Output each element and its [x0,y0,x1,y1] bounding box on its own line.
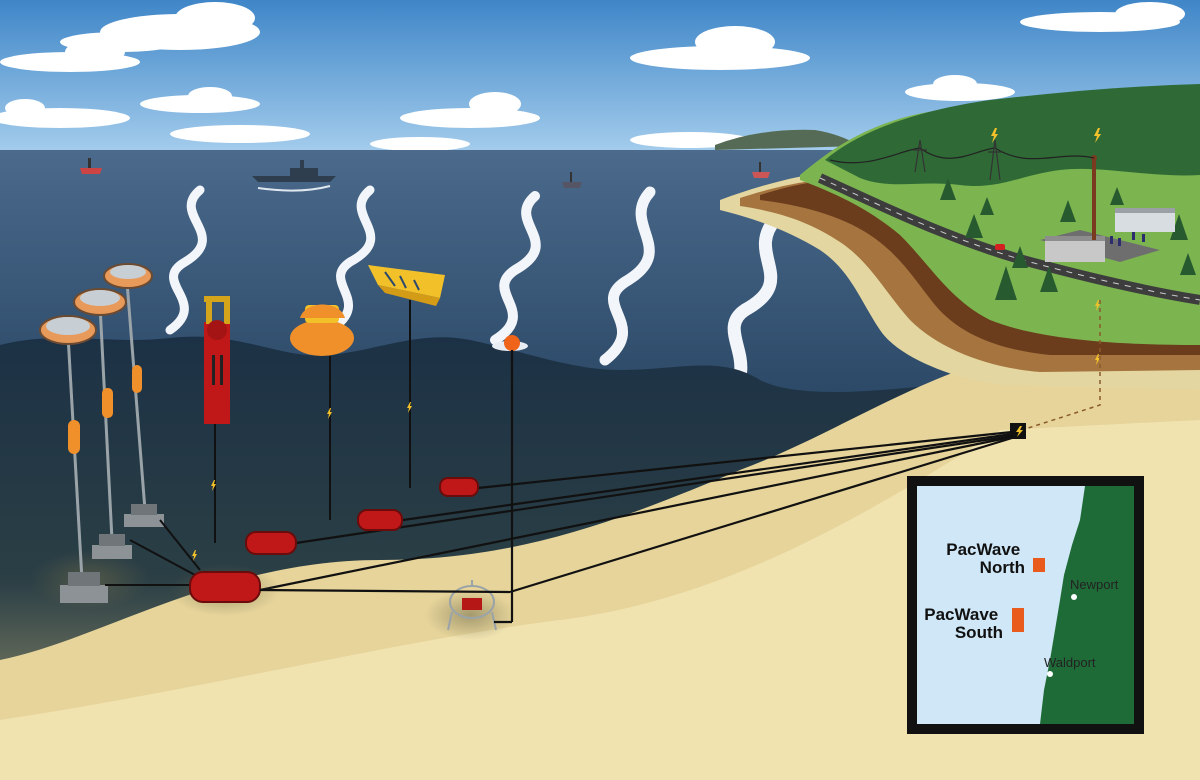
cloud [1020,2,1185,32]
trees [940,178,1196,300]
underground-cable-to-shore [1021,300,1101,431]
boat [252,160,336,192]
pacwave-north-marker [1033,558,1045,572]
svg-text:PacWave North: PacWave North [946,540,1025,577]
boat [80,158,102,174]
swell-lines [165,185,782,402]
car [995,244,1005,250]
power-lines [829,147,1095,164]
forest [825,84,1200,187]
point-absorber-array [39,263,164,603]
cloud [0,40,140,72]
point-absorber-buoy [103,263,153,289]
site-label-south-line2: South [955,623,1003,642]
cloud [0,87,310,143]
town-marker [1047,671,1053,677]
export-cables [259,430,1013,594]
subsea-connector [245,531,297,555]
lightning-bolt-icon [192,402,412,561]
cloud [400,92,540,128]
point-absorber-buoy [73,288,127,316]
seafloor-sensor-cage [447,580,512,631]
surface-wave-converter [290,304,354,520]
boat [562,172,582,188]
point-absorber-buoy [39,315,97,345]
clouds [0,2,1185,151]
shore-facility [1040,155,1175,262]
anchor-base [60,504,164,603]
subsea-connector [357,509,403,531]
boat [752,162,770,178]
cloud [630,26,810,70]
town-label-waldport: Waldport [1044,655,1096,670]
cloud [905,75,1015,101]
site-label-north-line1: PacWave [946,540,1020,559]
monitoring-buoy [492,335,528,622]
oscillating-water-column [204,296,230,543]
svg-text:PacWave South: PacWave South [924,605,1003,642]
power-tower [913,139,1002,181]
subsea-connection-hub [1010,423,1026,439]
subsea-connector [189,571,261,603]
seafloor-light [0,420,1200,780]
subsea-connector [439,477,479,497]
lightning-bolt-icon [991,128,1101,365]
array-cables [105,519,201,586]
cloud [60,2,260,52]
town-label-newport: Newport [1070,577,1119,592]
inset-map: PacWave North PacWave South Newport Wald… [907,476,1144,734]
map-coastline-land [1040,486,1134,724]
site-label-north-line2: North [980,558,1025,577]
attenuator-device [368,265,445,488]
site-label-south-line1: PacWave [924,605,998,624]
distant-headland [715,129,860,150]
town-marker [1071,594,1077,600]
pacwave-south-marker [1012,608,1024,632]
people [1110,232,1145,246]
